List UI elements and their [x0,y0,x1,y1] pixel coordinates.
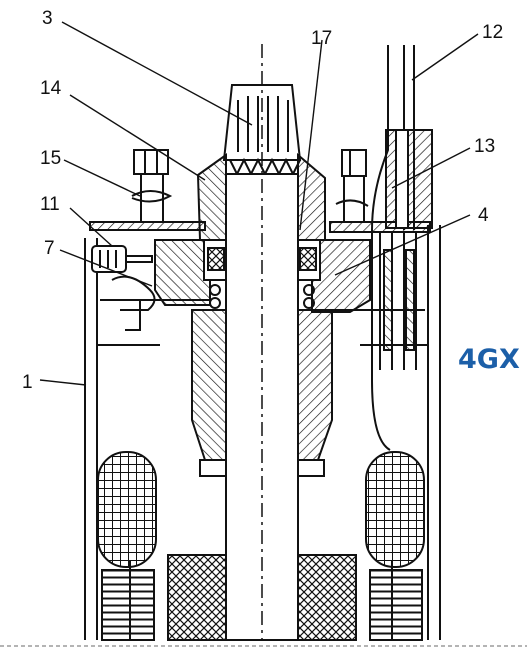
sand-guard [196,152,326,241]
callout-11: 11 [40,194,60,215]
model-label: 4GX [458,344,520,375]
power-cable [371,45,433,451]
stator-winding-right [365,451,425,641]
hex-nut-left [131,149,173,223]
bearing-seal [203,239,321,309]
terminal-screw [91,245,156,331]
stator-winding-left [97,451,157,641]
callout-7: 7 [44,238,55,259]
callout-1: 1 [22,372,33,393]
leader-lines [39,21,479,386]
rotor [129,554,393,641]
callout-14: 14 [40,78,62,99]
callout-3: 3 [42,8,53,29]
callout-17: 17 [311,28,332,49]
shaft [222,44,302,641]
callout-12: 12 [482,22,503,43]
callout-15: 15 [40,148,61,169]
bearing-housing [191,309,333,477]
callout-13: 13 [474,136,495,157]
callout-4: 4 [478,205,489,226]
hex-nut-right [335,149,369,223]
